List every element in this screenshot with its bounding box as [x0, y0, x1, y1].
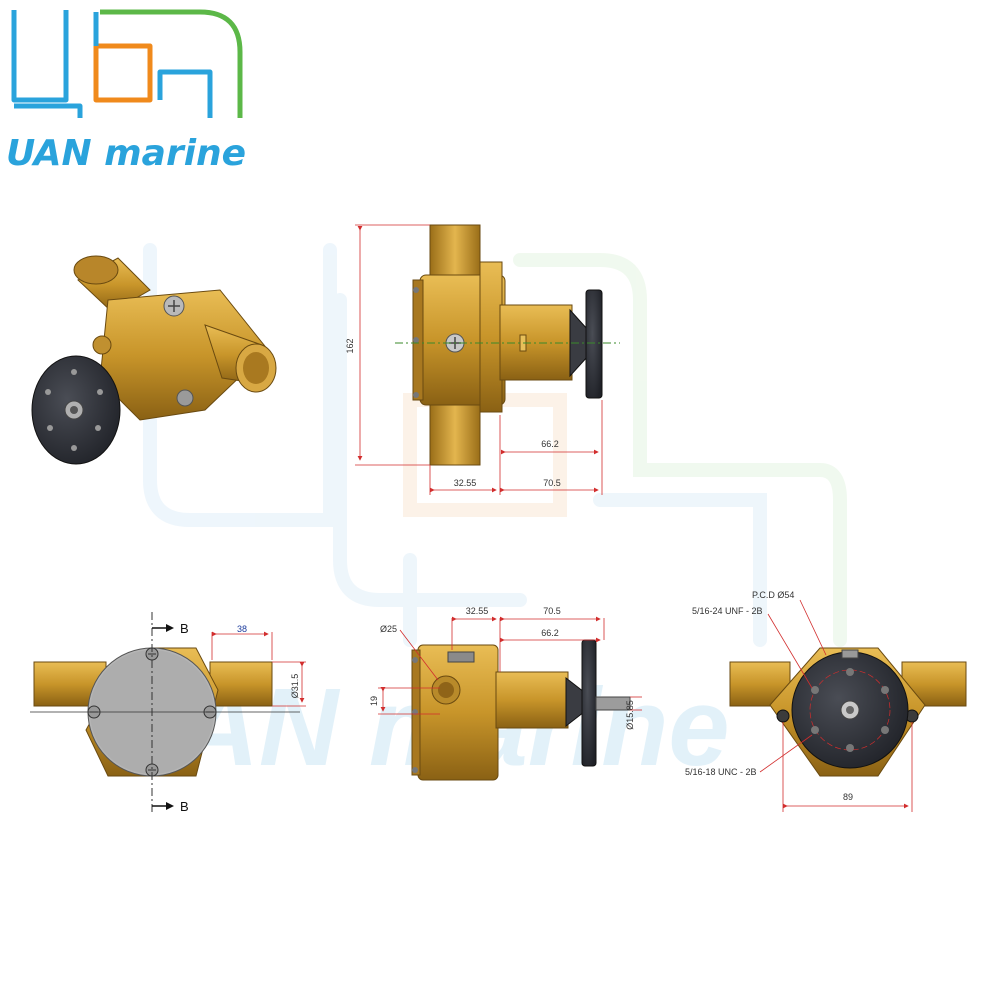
flange-view-dimensions: [759, 599, 913, 812]
brand-logo-mark: [11, 9, 243, 118]
side-height-label: 162: [345, 338, 355, 353]
flange-view: [729, 647, 967, 777]
iso-view: [31, 255, 277, 465]
section-view: [30, 612, 300, 815]
section-label-bottom: B: [180, 799, 189, 814]
pcd-label: P.C.D Ø54: [752, 590, 794, 600]
thread-top-label: 5/16-24 UNF - 2B: [692, 606, 763, 616]
port-diameter-label: Ø31.5: [290, 674, 300, 699]
inlet-diameter-label: Ø25: [380, 624, 397, 634]
side-view-dimensions: [355, 224, 603, 495]
front-dim-c-label: 66.2: [541, 628, 559, 638]
front-view: [411, 639, 631, 781]
front-offset-label: 19: [369, 696, 379, 706]
shaft-diameter-label: Ø15.85: [625, 700, 635, 730]
flange-width-label: 89: [843, 792, 853, 802]
thread-bottom-label: 5/16-18 UNC - 2B: [685, 767, 757, 777]
section-view-dimensions: [211, 631, 306, 707]
watermark: [143, 243, 847, 647]
side-dim-a-label: 66.2: [541, 439, 559, 449]
brand-name: UAN marine: [6, 133, 247, 174]
front-dim-b-label: 70.5: [543, 606, 561, 616]
front-view-dimensions: [378, 616, 642, 715]
side-dim-c-label: 70.5: [543, 478, 561, 488]
side-dim-b-label: 32.55: [454, 478, 477, 488]
outlet-length-label: 38: [237, 624, 247, 634]
front-dim-a-label: 32.55: [466, 606, 489, 616]
section-label-top: B: [180, 621, 189, 636]
side-view: [395, 224, 620, 466]
